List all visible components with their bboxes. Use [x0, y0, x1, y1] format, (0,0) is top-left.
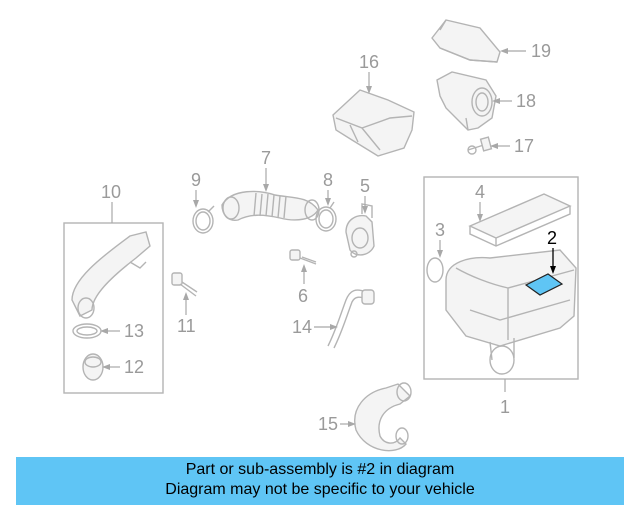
part-2-filter-highlighted — [524, 273, 564, 296]
callout-9: 9 — [191, 170, 202, 190]
part-19-cover — [431, 19, 501, 63]
callout-1: 1 — [500, 397, 511, 417]
banner-line-1: Part or sub-assembly is #2 in diagram — [185, 461, 455, 478]
part-3-gasket — [426, 257, 444, 283]
callout-5: 5 — [360, 176, 371, 196]
callout-18: 18 — [516, 91, 537, 111]
callout-2-highlighted: 2 — [547, 228, 558, 248]
callout-7: 7 — [261, 148, 272, 168]
part-1-air-cleaner-body — [445, 249, 577, 375]
parts-diagram: 19 18 17 16 7 9 8 5 6 11 14 10 13 12 3 4… — [63, 19, 579, 452]
callout-17: 17 — [514, 136, 535, 156]
info-banner: Part or sub-assembly is #2 in diagram Di… — [16, 457, 624, 505]
part-8-clamp — [315, 201, 337, 232]
callout-12: 12 — [124, 357, 145, 377]
part-14-pipe — [327, 289, 375, 349]
callout-6: 6 — [298, 286, 309, 306]
part-4-filter-lid — [468, 193, 572, 247]
part-17-bolt — [467, 136, 493, 155]
callout-19: 19 — [531, 41, 552, 61]
part-16-duct — [332, 89, 415, 157]
callout-16: 16 — [359, 52, 380, 72]
group-box-1 — [423, 176, 579, 380]
group-box-10 — [63, 222, 164, 394]
part-9-clamp — [192, 205, 215, 234]
banner-line-2: Diagram may not be specific to your vehi… — [165, 481, 475, 498]
part-15-duct — [354, 382, 412, 452]
callout-10: 10 — [101, 182, 122, 202]
part-11-bolt — [171, 272, 198, 297]
part-10-inlet-pipe — [71, 231, 151, 319]
callout-8: 8 — [323, 170, 334, 190]
callout-11: 11 — [177, 316, 196, 336]
part-7-intake-hose — [221, 190, 320, 221]
part-13-clamp — [72, 323, 102, 339]
part-18-resonator — [436, 71, 497, 131]
callout-3: 3 — [435, 220, 446, 240]
part-5-maf-sensor — [345, 203, 375, 258]
part-6-bolt — [289, 249, 317, 265]
callout-14: 14 — [292, 317, 313, 337]
callout-13: 13 — [124, 321, 145, 341]
part-12-grommet — [82, 353, 104, 381]
callout-15: 15 — [318, 414, 339, 434]
callout-4: 4 — [475, 182, 486, 202]
leader-lines — [100, 48, 556, 427]
